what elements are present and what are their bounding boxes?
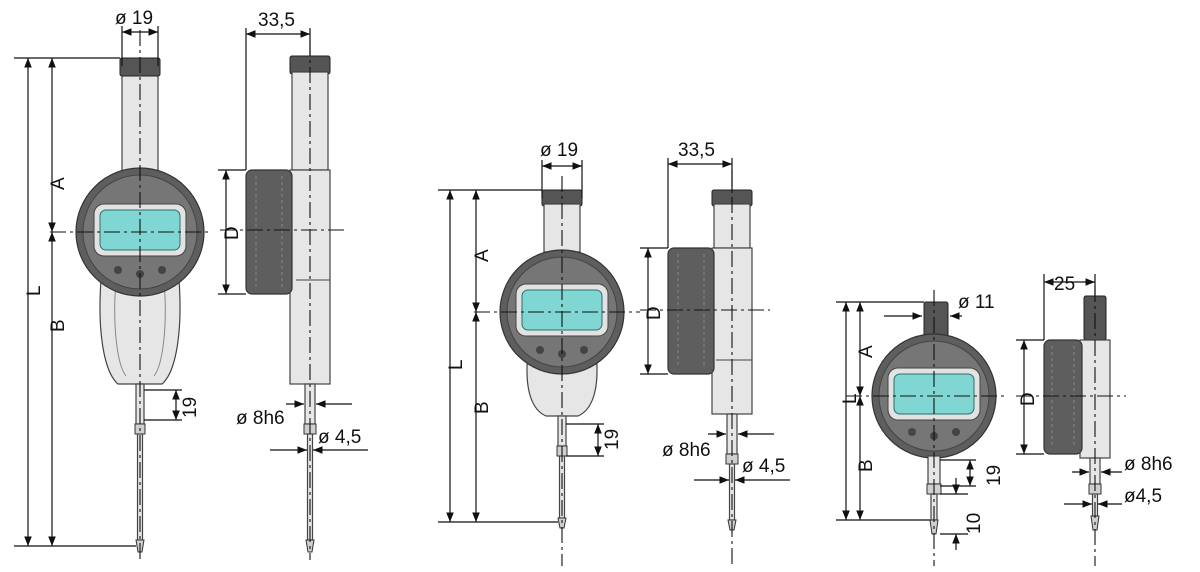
- gauge-1-side-housing: [245, 169, 293, 295]
- gauge-3-tip-dia-label: ø4,5: [1124, 486, 1162, 507]
- gauge-2-L-label: L: [446, 359, 467, 370]
- gauge-1-L-label: L: [24, 285, 45, 296]
- gauge-1-A-label: A: [48, 177, 69, 190]
- gauge-3-depth-label: 25: [1054, 274, 1075, 295]
- gauge-3-L-label: L: [840, 393, 861, 404]
- gauge-3-side: 25 D ø 8h6 ø4,5: [1016, 274, 1173, 566]
- gauge-3-diameter-top-label: ø 11: [958, 292, 995, 313]
- gauge-2-tip-dia-label: ø 4,5: [742, 456, 785, 477]
- gauge-3-tip-length-label: 10: [964, 513, 985, 534]
- gauge-1-spindle-dia-label: ø 8h6: [236, 408, 285, 429]
- gauge-2-front: ø 19 L A B 19: [438, 140, 640, 566]
- gauge-2-side: 33,5 D ø 8h6 ø 4,5: [640, 140, 790, 566]
- gauge-2-side-housing: [667, 247, 715, 375]
- gauge-1-tip-dia-label: ø 4,5: [318, 427, 361, 448]
- gauge-2-stem-length-label: 19: [602, 429, 623, 450]
- gauge-2-depth-label: 33,5: [678, 140, 715, 161]
- gauge-1-side: 33,5 D ø 8h6 ø 4,5: [218, 10, 368, 560]
- gauge-1-B-label: B: [48, 319, 69, 332]
- gauge-3-A-label: A: [856, 345, 877, 358]
- gauge-1-diameter-top-label: ø 19: [115, 8, 153, 29]
- gauge-1-D-label: D: [222, 226, 243, 240]
- gauge-2-A-label: A: [472, 249, 493, 262]
- gauge-1-front: ø 19 L A B 19: [14, 8, 210, 560]
- gauge-1-stem-length-label: 19: [180, 397, 201, 418]
- gauge-1-grip: [99, 267, 181, 385]
- gauge-3-B-label: B: [856, 459, 877, 472]
- gauge-3-D-label: D: [1018, 392, 1039, 406]
- gauge-2-B-label: B: [472, 401, 493, 414]
- gauge-2-spindle-dia-label: ø 8h6: [662, 440, 711, 461]
- gauge-3-spindle-dia-label: ø 8h6: [1124, 454, 1173, 475]
- gauge-3-side-housing: [1043, 339, 1083, 455]
- gauge-1-depth-label: 33,5: [258, 10, 295, 31]
- gauge-2-D-label: D: [644, 306, 665, 320]
- gauge-2-diameter-top-label: ø 19: [540, 140, 578, 161]
- gauge-3-knurl: [923, 301, 949, 339]
- gauge-3-stem-length-label: 19: [984, 465, 1005, 486]
- gauge-3-front: ø 11 L A B 19 10: [836, 290, 1008, 566]
